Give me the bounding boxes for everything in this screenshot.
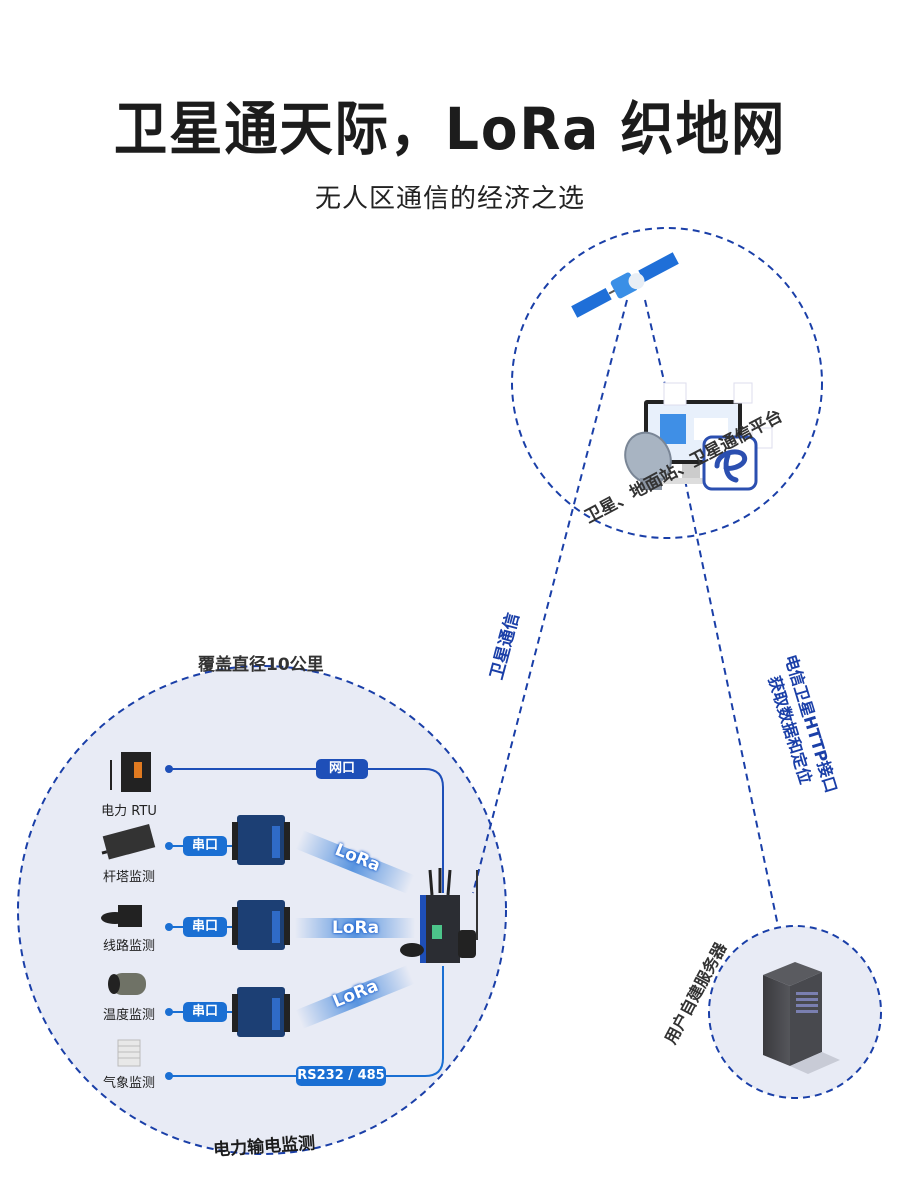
- satellite-to-gateway-link: [472, 299, 628, 894]
- rtu-icon: [110, 752, 151, 792]
- rs485-link: [169, 966, 444, 1077]
- tower-sensor-icon: [101, 823, 156, 860]
- lora-label-2: LoRa: [332, 918, 380, 938]
- device-label-weather: 气象监测: [102, 1076, 155, 1091]
- coverage-label: 覆盖直径10公里: [198, 655, 324, 675]
- telecom-logo-icon: [702, 435, 758, 491]
- lora-beam-2: [295, 918, 415, 938]
- device-label-tower: 杆塔监测: [102, 870, 155, 885]
- weather-station-icon: [117, 1039, 141, 1067]
- ethernet-link: [169, 768, 444, 893]
- device-label-line: 线路监测: [102, 939, 155, 954]
- satellite-to-platform-link: [644, 299, 666, 386]
- serial-pill-1: 串口: [183, 836, 227, 856]
- satellite-zone: [511, 227, 823, 539]
- page-title: 卫星通天际，LoRa 织地网: [113, 95, 787, 163]
- lora-converter-2: [232, 900, 290, 950]
- device-label-rtu: 电力 RTU: [101, 804, 157, 819]
- lora-beam-1: [295, 830, 415, 894]
- lora-converter-3: [232, 987, 290, 1037]
- lora-satellite-gateway-icon: [400, 868, 478, 963]
- line-sensor-icon: [101, 905, 142, 927]
- device-label-temperature: 温度监测: [102, 1008, 155, 1023]
- server-rack-icon: [763, 962, 840, 1074]
- serial-pill-2: 串口: [183, 917, 227, 937]
- ground-station-dish-icon: [624, 431, 672, 490]
- page-subtitle: 无人区通信的经济之选: [314, 184, 585, 214]
- platform-to-server-link: [684, 479, 779, 927]
- serial-pill-3: 串口: [183, 1002, 227, 1022]
- lora-beam-3: [295, 965, 415, 1029]
- temperature-sensor-icon: [108, 973, 146, 995]
- ethernet-pill: 网口: [316, 759, 368, 779]
- satellite-icon: [569, 250, 681, 320]
- lora-converter-1: [232, 815, 290, 865]
- rs485-pill: RS232 / 485: [296, 1066, 386, 1086]
